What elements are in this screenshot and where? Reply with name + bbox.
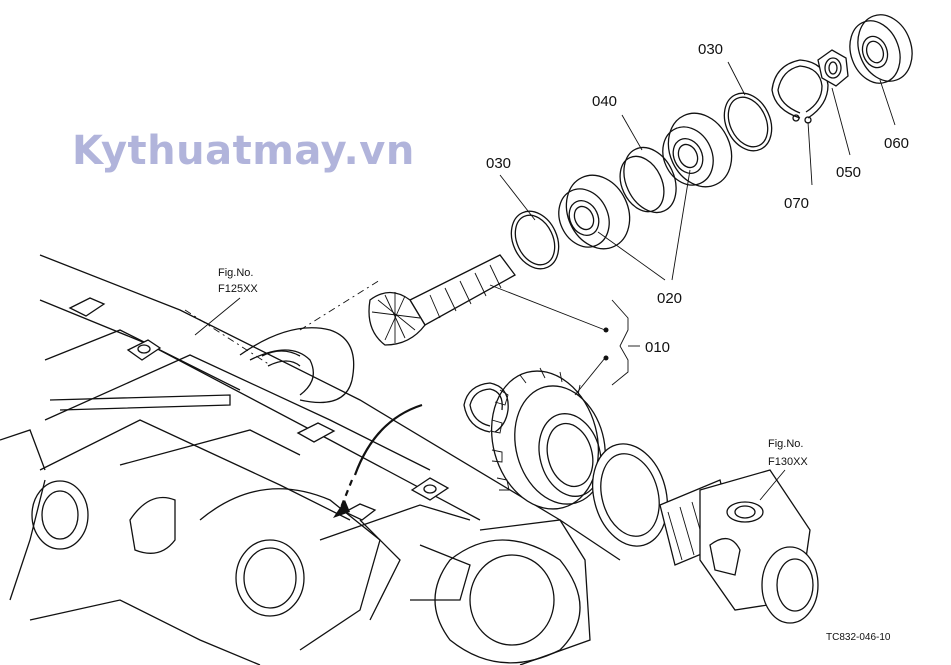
callout-070: 070 [784, 195, 809, 212]
universal-joint [659, 469, 819, 624]
part-020-bearing-right [662, 112, 733, 188]
callout-030-left: 030 [486, 155, 511, 172]
watermark: Kythuatmay.vn [72, 128, 415, 174]
fig-ref-left-title: Fig.No. [218, 267, 253, 279]
drawing-code: TC832-046-10 [826, 632, 891, 643]
gear-bearing [592, 443, 668, 547]
part-070-circlip [771, 59, 829, 124]
fig-ref-right-title: Fig.No. [768, 438, 803, 450]
part-050-nut [817, 49, 849, 87]
fig-ref-left-number: F125XX [218, 283, 258, 295]
part-030-left-ring [510, 210, 560, 270]
part-060-seal [849, 14, 913, 84]
axle-housing [0, 254, 621, 665]
callout-020: 020 [657, 290, 682, 307]
callout-030-right: 030 [698, 41, 723, 58]
part-040-spacer [619, 146, 677, 214]
bevel-gear [489, 367, 606, 510]
callout-040: 040 [592, 93, 617, 110]
callout-050: 050 [836, 164, 861, 181]
part-020-bearing-left [558, 174, 631, 250]
leader-lines [194, 61, 896, 501]
bevel-pinion-shaft [368, 254, 516, 346]
callout-060: 060 [884, 135, 909, 152]
part-030-right-ring [723, 92, 773, 152]
assembly-arrow [333, 403, 423, 518]
gear-snap-ring [463, 382, 509, 433]
fig-ref-right-number: F130XX [768, 456, 808, 468]
callout-010: 010 [645, 339, 670, 356]
